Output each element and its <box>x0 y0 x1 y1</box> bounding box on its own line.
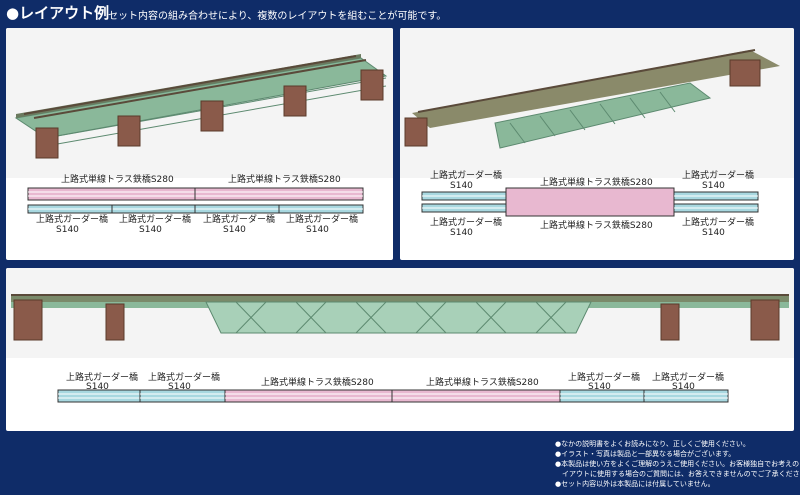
truss-label: 上路式単線トラス鉄橋S280 <box>61 175 174 185</box>
truss-label: 上路式単線トラス鉄橋S280 <box>540 178 653 188</box>
girder-size: S140 <box>450 228 473 238</box>
truss-label: 上路式単線トラス鉄橋S280 <box>426 378 539 388</box>
girder-size: S140 <box>672 382 695 392</box>
girder-label: 上路式ガーダー橋 <box>682 218 755 228</box>
girder-label: 上路式ガーダー橋 <box>652 373 725 383</box>
note-item: イアウトに使用する場合のご質問には、お答えできませんのでご了承ください。 <box>555 470 800 478</box>
girder-size: S140 <box>223 225 246 235</box>
girder-size: S140 <box>450 181 473 191</box>
header: ●レイアウト例 セット内容の組み合わせにより、複数のレイアウトを組むことが可能で… <box>0 0 800 28</box>
girder-size: S140 <box>702 228 725 238</box>
layout-example-2: 上路式ガーダー橋 S140 上路式単線トラス鉄橋S280 上路式ガーダー橋 S1… <box>400 28 794 260</box>
girder-label: 上路式ガーダー橋 <box>568 373 641 383</box>
truss-label: 上路式単線トラス鉄橋S280 <box>261 378 374 388</box>
layout-diagram-1 <box>27 187 364 214</box>
girder-label: 上路式ガーダー橋 <box>148 373 221 383</box>
girder-label: 上路式ガーダー橋 <box>119 215 192 225</box>
note-item: ●イラスト・写真は製品と一部異なる場合がございます。 <box>555 450 736 458</box>
notes: ●なかの説明書をよくお読みになり、正しくご使用ください。 ●イラスト・写真は製品… <box>555 439 800 489</box>
girder-size: S140 <box>168 382 191 392</box>
truss-label: 上路式単線トラス鉄橋S280 <box>540 221 653 231</box>
girder-label: 上路式ガーダー橋 <box>203 215 276 225</box>
note-item: ●セット内容以外は本製品には付属していません。 <box>555 480 715 488</box>
girder-label: 上路式ガーダー橋 <box>36 215 109 225</box>
page-title: ●レイアウト例 <box>6 4 110 22</box>
note-item: ●なかの説明書をよくお読みになり、正しくご使用ください。 <box>555 440 750 448</box>
girder-size: S140 <box>702 181 725 191</box>
girder-size: S140 <box>139 225 162 235</box>
girder-label: 上路式ガーダー橋 <box>286 215 359 225</box>
layout-diagram-2 <box>421 187 759 217</box>
girder-size: S140 <box>86 382 109 392</box>
girder-size: S140 <box>306 225 329 235</box>
bridge-photo-1 <box>6 28 393 178</box>
girder-label: 上路式ガーダー橋 <box>430 218 503 228</box>
layout-diagram-3 <box>57 389 729 403</box>
layout-example-3: 上路式ガーダー橋 S140 上路式ガーダー橋 S140 上路式単線トラス鉄橋S2… <box>6 268 794 431</box>
bridge-photo-3 <box>6 268 794 358</box>
girder-label: 上路式ガーダー橋 <box>682 171 755 181</box>
note-item: ●本製品は使い方をよくご理解のうえご使用ください。お客様独自でお考えのレ <box>555 460 800 468</box>
bridge-photo-2 <box>400 28 794 178</box>
girder-label: 上路式ガーダー橋 <box>430 171 503 181</box>
girder-size: S140 <box>56 225 79 235</box>
girder-size: S140 <box>588 382 611 392</box>
girder-label: 上路式ガーダー橋 <box>66 373 139 383</box>
page-subtitle: セット内容の組み合わせにより、複数のレイアウトを組むことが可能です。 <box>108 11 447 22</box>
layout-example-1: 上路式単線トラス鉄橋S280 上路式単線トラス鉄橋S280 上路式ガーダー橋 S… <box>6 28 393 260</box>
truss-label: 上路式単線トラス鉄橋S280 <box>228 175 341 185</box>
